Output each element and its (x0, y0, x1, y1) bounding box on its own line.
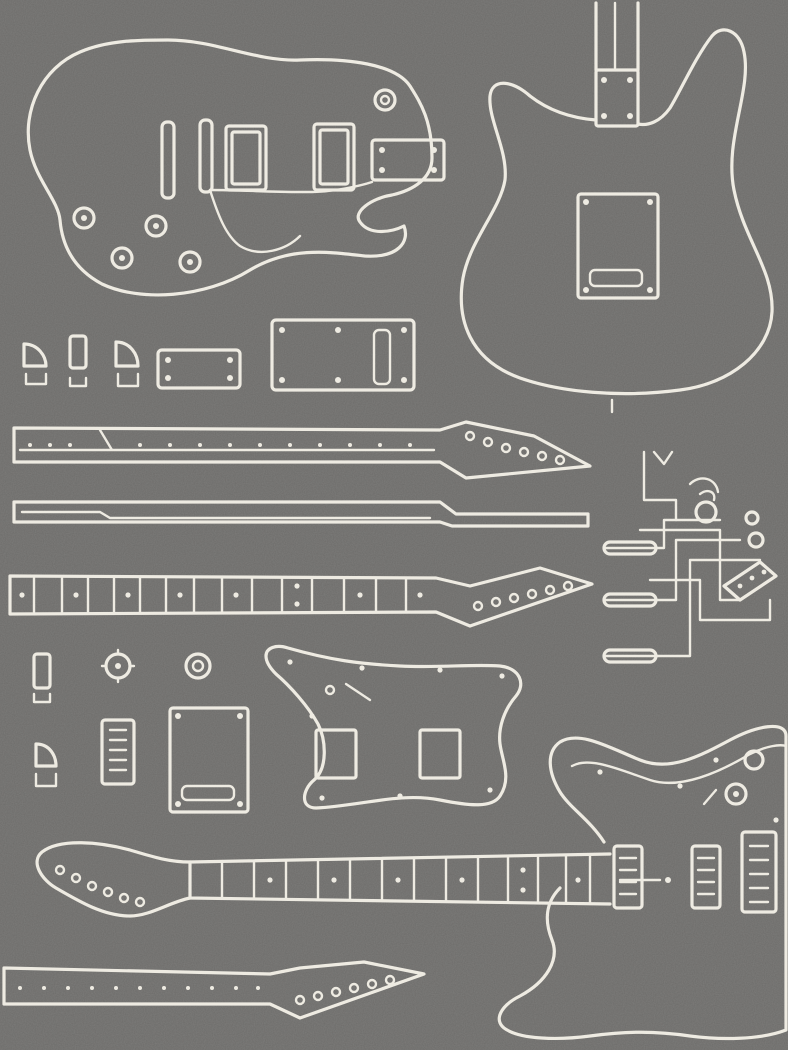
guitar-neck-icon (2, 960, 426, 1020)
small-parts-row (22, 334, 140, 388)
guitar-neck-icon (12, 420, 592, 480)
small-parts-column (32, 652, 136, 788)
control-knob-icon (72, 206, 202, 274)
offset-guitar-body-icon (497, 724, 788, 1041)
guitar-neck-icon (35, 841, 662, 918)
guitar-neck-icon (12, 500, 590, 528)
single-cut-guitar-body-icon (26, 38, 446, 297)
control-knob-icon (100, 648, 212, 684)
back-plate-icon (270, 318, 416, 392)
pickguard-icon (264, 644, 523, 810)
back-plate-icon (168, 706, 250, 814)
wiring-diagram-icon (602, 450, 778, 664)
guitar-neck-icon (8, 566, 594, 628)
pickup-icon (156, 348, 242, 390)
double-cut-guitar-body-icon (459, 1, 774, 414)
